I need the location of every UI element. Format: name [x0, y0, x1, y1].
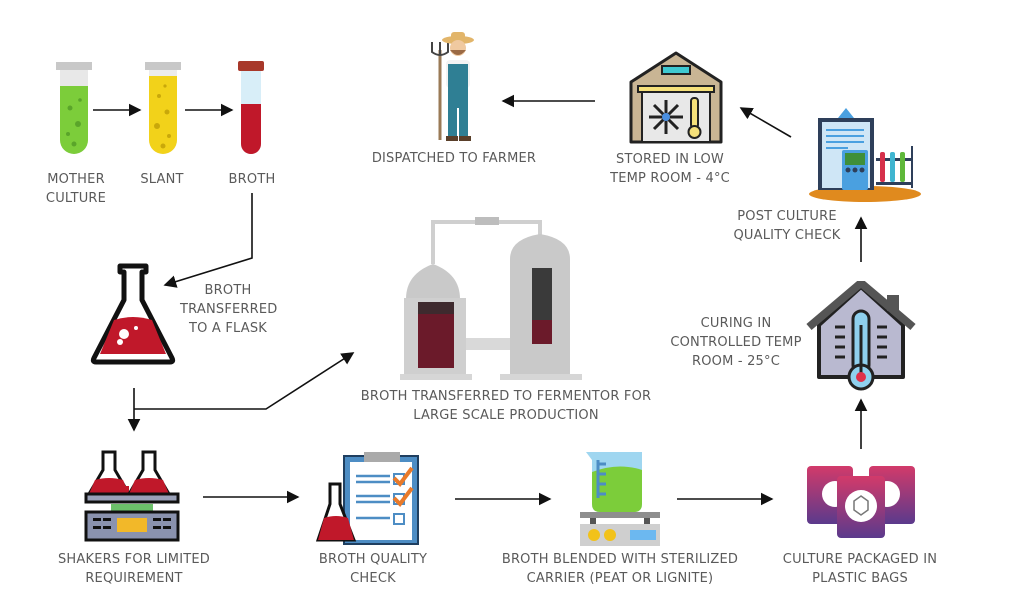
label-broth-quality: BROTH QUALITY CHECK [300, 550, 446, 588]
label-line: CULTURE [45, 191, 107, 206]
shaker-icon [84, 450, 180, 542]
label-line: CULTURE PACKAGED IN [782, 552, 938, 567]
yellow-test-tube-icon [145, 62, 181, 154]
label-line: CARRIER (PEAT OR LIGNITE) [526, 571, 714, 586]
label-shakers: SHAKERS FOR LIMITED REQUIREMENT [44, 550, 224, 588]
label-line: DISPATCHED TO FARMER [371, 151, 537, 166]
label-line: PLASTIC BAGS [812, 571, 908, 586]
label-line: SHAKERS FOR LIMITED [57, 552, 211, 567]
label-broth-flask: BROTH TRANSFERRED TO A FLASK [180, 281, 278, 338]
beaker-stirrer-icon [580, 452, 660, 546]
green-test-tube-icon [56, 62, 92, 154]
label-line: LARGE SCALE PRODUCTION [413, 408, 599, 423]
label-packaged: CULTURE PACKAGED IN PLASTIC BAGS [770, 550, 950, 588]
fermentor-tanks-icon [400, 217, 582, 380]
label-line: CURING IN [700, 316, 772, 331]
label-line: POST CULTURE [737, 209, 837, 224]
label-line: BROTH [228, 172, 276, 187]
label-blended: BROTH BLENDED WITH STERILIZED CARRIER (P… [490, 550, 750, 588]
house-thermometer-icon [806, 281, 916, 391]
label-line: QUALITY CHECK [733, 228, 841, 243]
label-stored: STORED IN LOW TEMP ROOM - 4°C [606, 150, 734, 188]
label-dispatched: DISPATCHED TO FARMER [364, 149, 544, 168]
label-line: REQUIREMENT [85, 571, 183, 586]
label-broth: BROTH [214, 170, 290, 189]
erlenmeyer-flask-icon [90, 263, 176, 365]
label-line: ROOM - 25°C [692, 354, 780, 369]
label-line: CHECK [350, 571, 396, 586]
arrow-flask-to-fermentor [134, 352, 355, 410]
label-line: BROTH QUALITY [318, 552, 428, 567]
farmer-icon [431, 32, 474, 141]
label-line: SLANT [140, 172, 184, 187]
label-line: TEMP ROOM - 4°C [610, 171, 730, 186]
cold-storage-icon [629, 51, 723, 144]
label-line: BROTH [204, 283, 252, 298]
label-line: TO A FLASK [188, 321, 268, 336]
lab-clipboard-icon [809, 108, 921, 202]
label-post-quality: POST CULTURE QUALITY CHECK [720, 207, 854, 245]
label-line: STORED IN LOW [616, 152, 724, 167]
label-line: BROTH TRANSFERRED TO FERMENTOR FOR [360, 389, 652, 404]
label-mother-culture: MOTHER CULTURE [34, 170, 118, 208]
arrow-postcheck-to-stored [739, 107, 792, 138]
label-line: CONTROLLED TEMP [670, 335, 802, 350]
label-slant: SLANT [124, 170, 200, 189]
label-fermentor: BROTH TRANSFERRED TO FERMENTOR FOR LARGE… [346, 387, 666, 425]
clipboard-flask-icon [316, 452, 419, 545]
label-line: BROTH BLENDED WITH STERILIZED [501, 552, 739, 567]
label-line: MOTHER [47, 172, 105, 187]
label-curing: CURING IN CONTROLLED TEMP ROOM - 25°C [666, 314, 806, 371]
label-line: TRANSFERRED [180, 302, 278, 317]
red-test-tube-icon [238, 61, 264, 154]
arrow-broth-to-flask [163, 193, 253, 288]
plastic-bags-icon [807, 466, 915, 538]
